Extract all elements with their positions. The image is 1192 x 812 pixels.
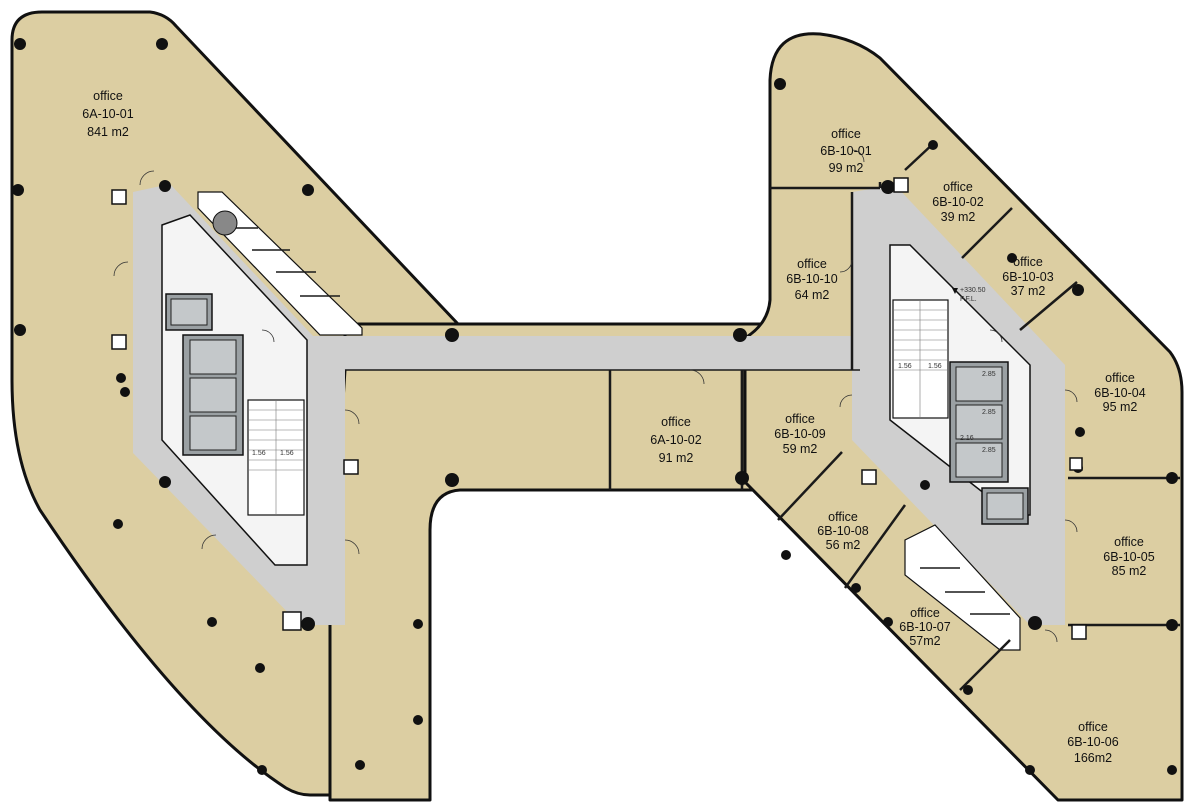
svg-text:office: office [661, 415, 691, 429]
svg-text:6B-10-02: 6B-10-02 [932, 195, 983, 209]
svg-text:office: office [797, 257, 827, 271]
room-label-6b-10-01[interactable]: office 6B-10-01 99 m2 [820, 127, 871, 175]
svg-text:office: office [831, 127, 861, 141]
svg-text:56 m2: 56 m2 [826, 538, 861, 552]
toilets-b [904, 524, 1021, 651]
lift-b-2 [955, 404, 1003, 440]
stair-b [892, 299, 949, 419]
svg-text:office: office [943, 180, 973, 194]
svg-text:office: office [785, 412, 815, 426]
svg-text:59 m2: 59 m2 [783, 442, 818, 456]
room-label-6b-10-10[interactable]: office 6B-10-10 64 m2 [786, 257, 837, 302]
svg-text:6B-10-05: 6B-10-05 [1103, 550, 1154, 564]
svg-text:85 m2: 85 m2 [1112, 564, 1147, 578]
level-triangle-icon [952, 288, 958, 294]
svg-text:95 m2: 95 m2 [1103, 400, 1138, 414]
svg-text:39 m2: 39 m2 [941, 210, 976, 224]
dim-b-1: 1.56 [898, 363, 912, 370]
room-label-6b-10-03[interactable]: office 6B-10-03 37 m2 [1002, 255, 1053, 298]
dim-b-4: 2.85 [982, 409, 996, 416]
svg-text:+330.50: +330.50 [960, 287, 986, 294]
svg-text:6B-10-10: 6B-10-10 [786, 272, 837, 286]
corridor-bridge [296, 336, 860, 370]
shaft-5 [893, 177, 909, 193]
room-label-6b-10-07[interactable]: office 6B-10-07 57m2 [899, 606, 950, 648]
lift-a-2 [189, 377, 237, 413]
bridge-floor [328, 322, 762, 802]
svg-text:64 m2: 64 m2 [795, 288, 830, 302]
svg-text:office: office [1114, 535, 1144, 549]
svg-text:91 m2: 91 m2 [659, 451, 694, 465]
lift-b-1 [955, 366, 1003, 402]
svg-text:6B-10-04: 6B-10-04 [1094, 386, 1145, 400]
lift-a-3 [189, 415, 237, 451]
shaft-4 [282, 611, 302, 631]
dim-b-5: 2.85 [982, 447, 996, 454]
lift-a-service-car [170, 298, 208, 326]
shaft-3 [343, 459, 359, 475]
room-label-6a-10-01[interactable]: office 6A-10-01 841 m2 [82, 89, 133, 139]
lift-b-service-car [986, 492, 1024, 520]
dim-b-3: 2.85 [982, 371, 996, 378]
svg-text:office: office [1105, 371, 1135, 385]
partitions-b [740, 141, 1180, 691]
svg-text:99 m2: 99 m2 [829, 161, 864, 175]
svg-text:office: office [828, 510, 858, 524]
dim-b-2: 1.56 [928, 363, 942, 370]
dim-a-2: 1.56 [280, 450, 294, 457]
room-label-6b-10-05[interactable]: office 6B-10-05 85 m2 [1103, 535, 1154, 578]
toilet-fixture-icon [212, 210, 238, 236]
doors [113, 149, 1078, 643]
svg-text:office: office [93, 89, 123, 103]
lift-a-1 [189, 339, 237, 375]
shaft-8 [1069, 457, 1083, 471]
svg-text:office: office [910, 606, 940, 620]
svg-text:F.F.L.: F.F.L. [960, 296, 977, 303]
svg-text:166m2: 166m2 [1074, 751, 1112, 765]
dim-b-6: 2.16 [960, 435, 974, 442]
svg-text:6B-10-03: 6B-10-03 [1002, 270, 1053, 284]
svg-text:37 m2: 37 m2 [1011, 284, 1046, 298]
svg-text:6B-10-09: 6B-10-09 [774, 427, 825, 441]
room-label-6b-10-08[interactable]: office 6B-10-08 56 m2 [817, 510, 868, 552]
room-label-6b-10-04[interactable]: office 6B-10-04 95 m2 [1094, 371, 1145, 414]
shaft-6 [861, 469, 877, 485]
room-label-6b-10-02[interactable]: office 6B-10-02 39 m2 [932, 180, 983, 224]
svg-text:6B-10-01: 6B-10-01 [820, 144, 871, 158]
svg-text:office: office [1013, 255, 1043, 269]
structural-columns [12, 38, 1178, 775]
level-marker: +330.50 F.F.L. [952, 287, 986, 303]
svg-text:57m2: 57m2 [909, 634, 940, 648]
room-label-6a-10-02[interactable]: office 6A-10-02 91 m2 [650, 415, 701, 465]
shaft-1 [111, 189, 127, 205]
shaft-7 [1071, 624, 1087, 640]
shaft-2 [111, 334, 127, 350]
lift-b-3 [955, 442, 1003, 478]
dim-a-1: 1.56 [252, 450, 266, 457]
room-label-6b-10-06[interactable]: office 6B-10-06 166m2 [1067, 720, 1118, 765]
svg-text:office: office [1078, 720, 1108, 734]
svg-text:6B-10-07: 6B-10-07 [899, 620, 950, 634]
svg-text:6A-10-01: 6A-10-01 [82, 107, 133, 121]
room-label-6b-10-09[interactable]: office 6B-10-09 59 m2 [774, 412, 825, 456]
stair-a [247, 399, 305, 516]
svg-text:6B-10-08: 6B-10-08 [817, 524, 868, 538]
svg-text:6B-10-06: 6B-10-06 [1067, 735, 1118, 749]
svg-text:6A-10-02: 6A-10-02 [650, 433, 701, 447]
svg-text:841 m2: 841 m2 [87, 125, 129, 139]
